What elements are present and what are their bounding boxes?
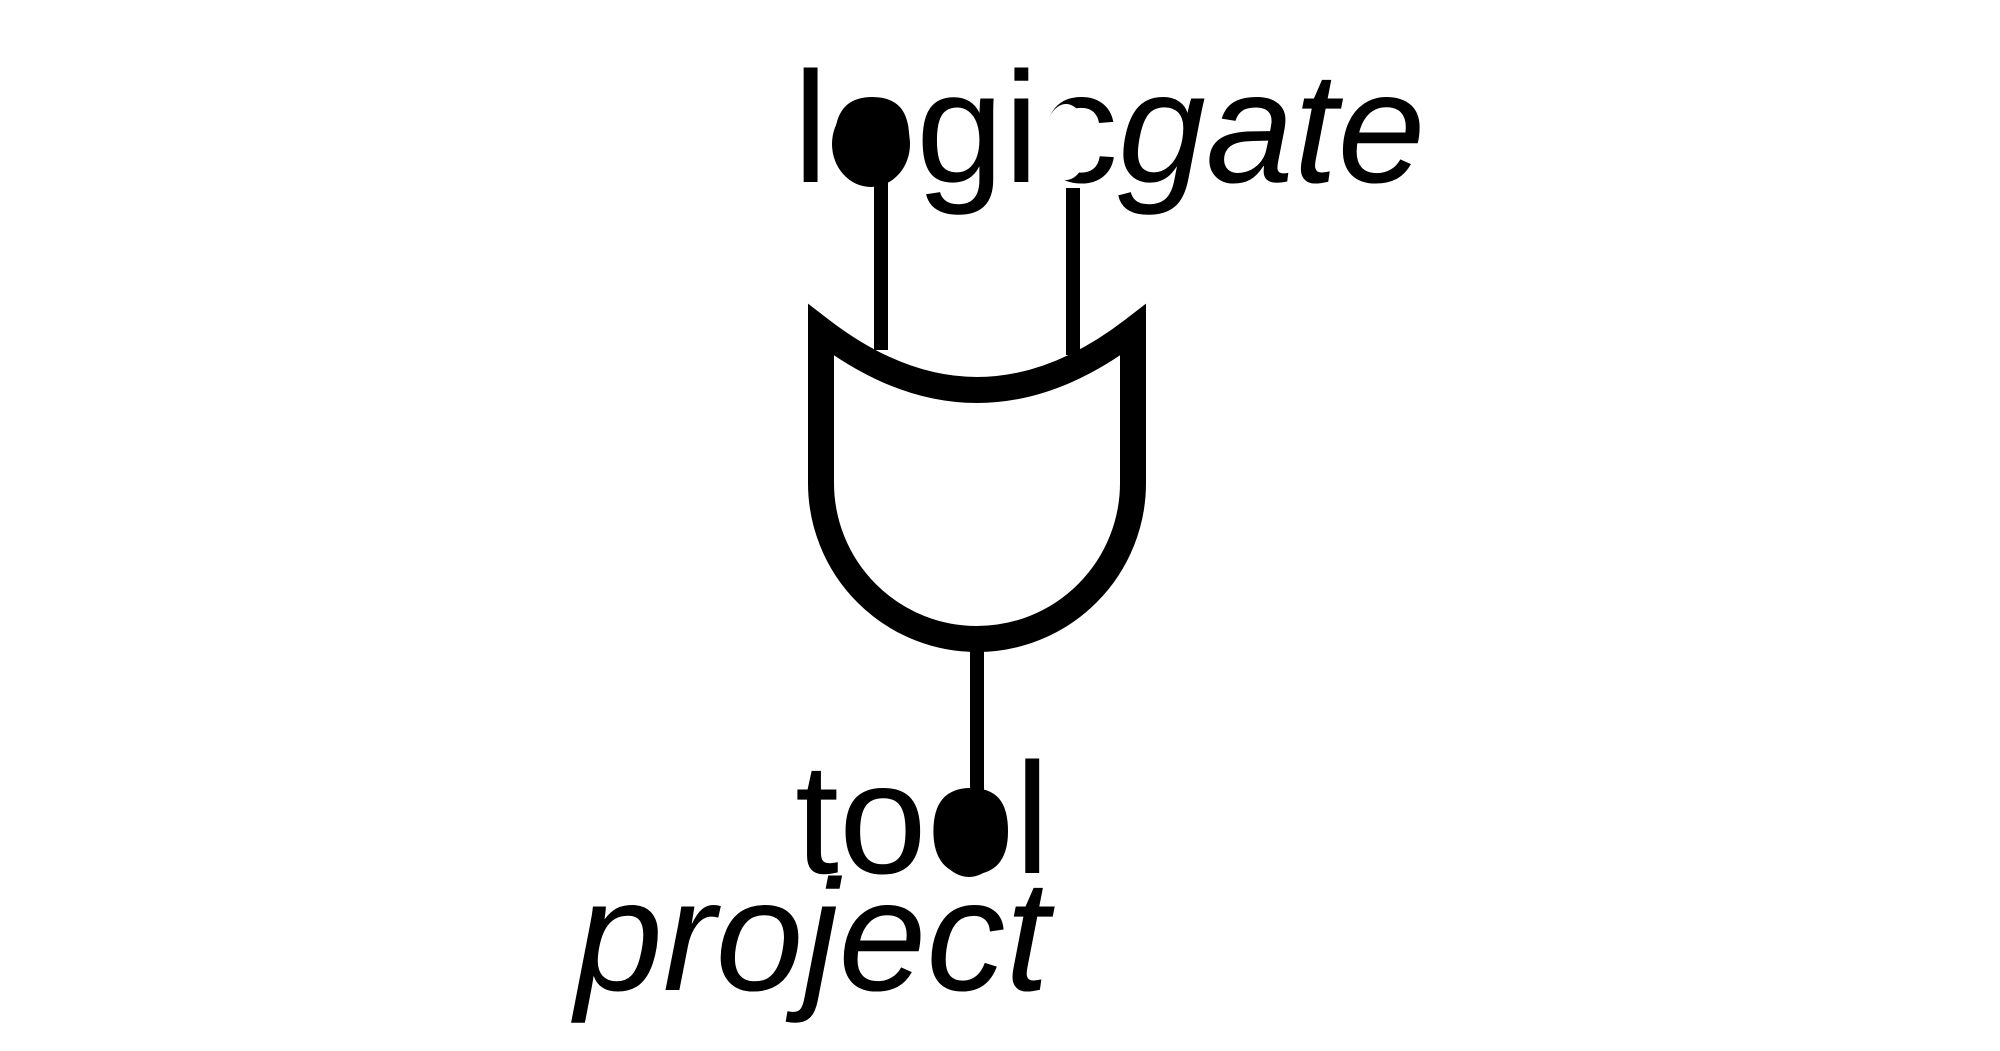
- input-dot-right: [1044, 104, 1088, 180]
- logo-word-gate: gate: [1118, 40, 1426, 216]
- or-gate-icon: [808, 303, 1146, 652]
- logo-word-tool: tool: [795, 731, 1050, 907]
- input-dot-left: [832, 101, 910, 187]
- logo-word-project: project: [571, 848, 1055, 1024]
- output-dot: [935, 789, 1003, 877]
